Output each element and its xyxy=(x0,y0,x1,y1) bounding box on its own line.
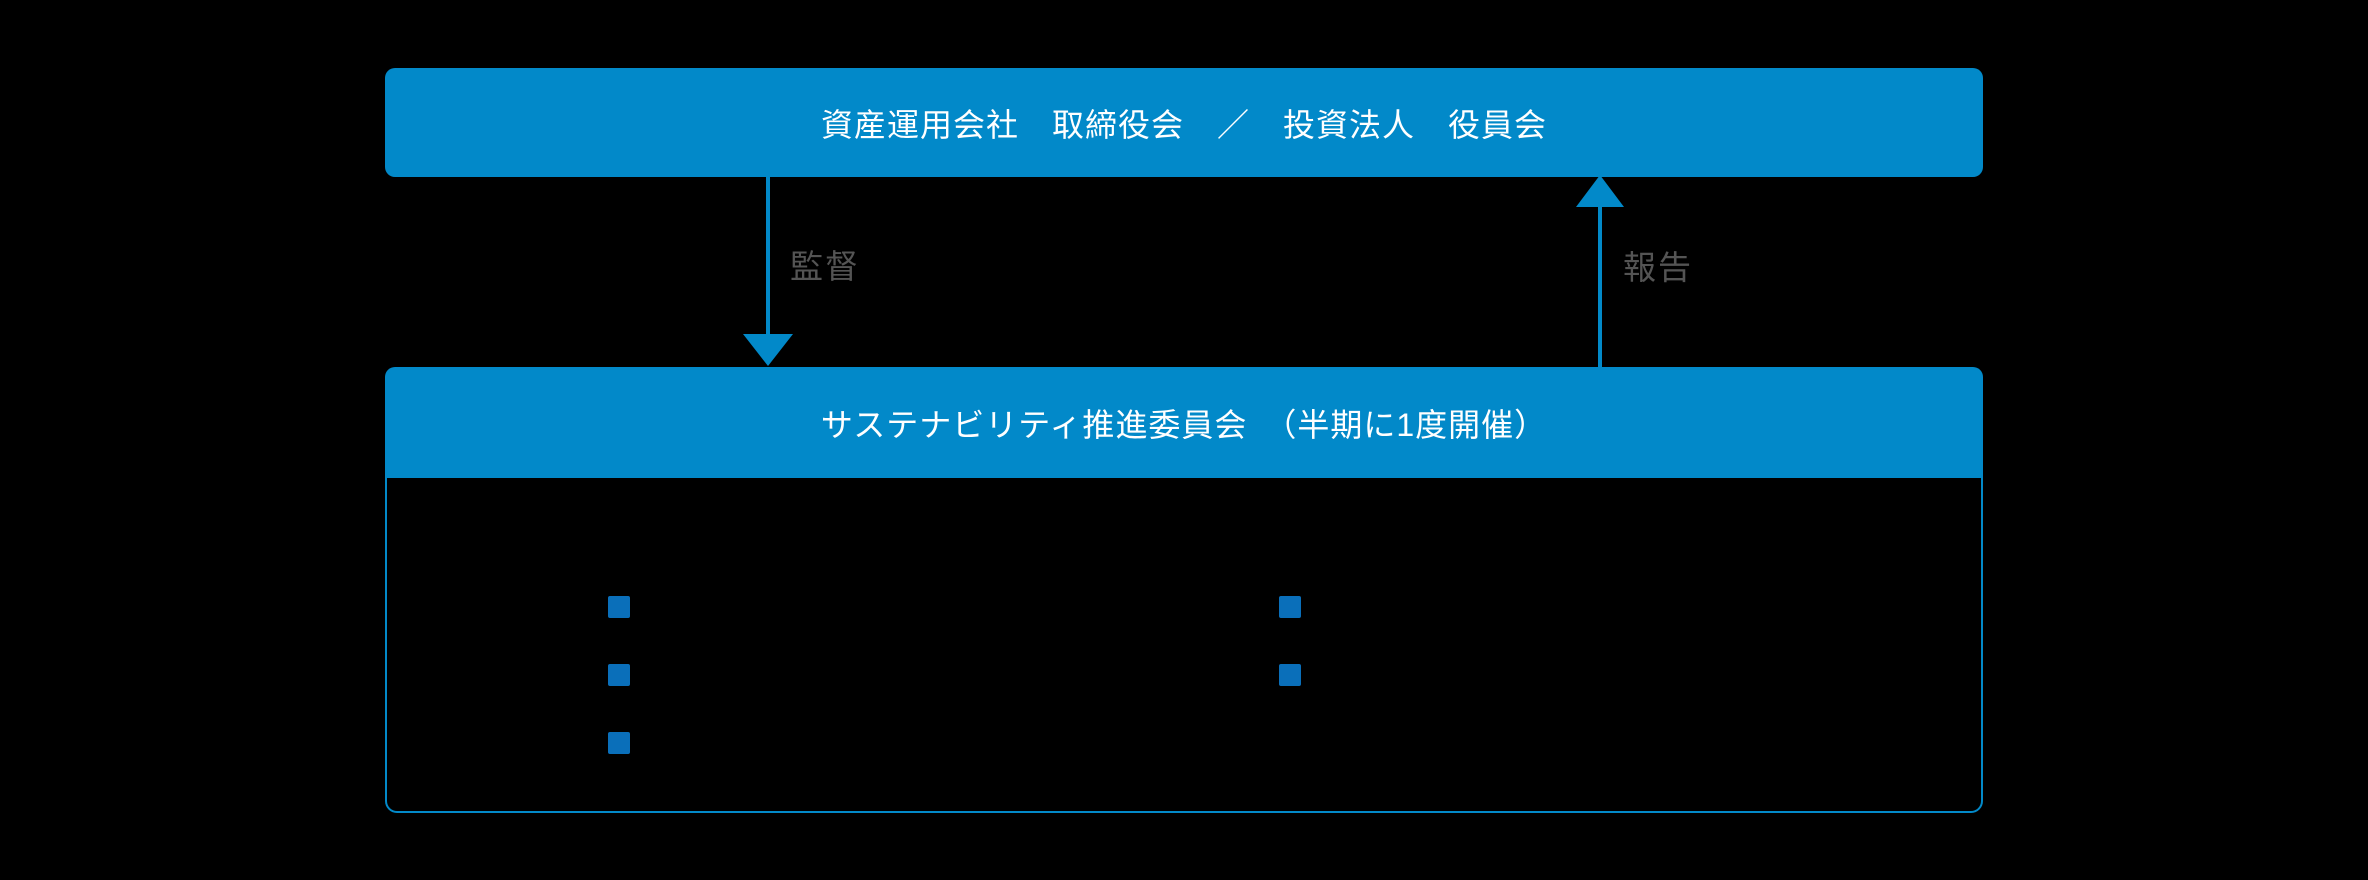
arrow-down-icon xyxy=(743,334,793,366)
committee-body-box xyxy=(385,478,1983,813)
bullet-square-icon xyxy=(608,732,630,754)
committee-bullet-column-left xyxy=(608,596,630,754)
committee-bullet-column-right xyxy=(1279,596,1301,686)
board-bar-label: 資産運用会社 取締役会 ／ 投資法人 役員会 xyxy=(820,106,1547,143)
committee-header-bar: サステナビリティ推進委員会 （半期に1度開催） xyxy=(385,367,1983,478)
supervision-label: 監督 xyxy=(790,248,860,285)
report-arrow-line xyxy=(1598,206,1602,368)
bullet-square-icon xyxy=(608,596,630,618)
bullet-square-icon xyxy=(608,664,630,686)
bullet-square-icon xyxy=(1279,664,1301,686)
bullet-square-icon xyxy=(1279,596,1301,618)
board-bar: 資産運用会社 取締役会 ／ 投資法人 役員会 xyxy=(385,68,1983,177)
report-label: 報告 xyxy=(1623,249,1693,286)
supervision-arrow-line xyxy=(766,177,770,336)
arrow-up-icon xyxy=(1576,175,1624,207)
committee-header-label: サステナビリティ推進委員会 （半期に1度開催） xyxy=(820,406,1548,443)
